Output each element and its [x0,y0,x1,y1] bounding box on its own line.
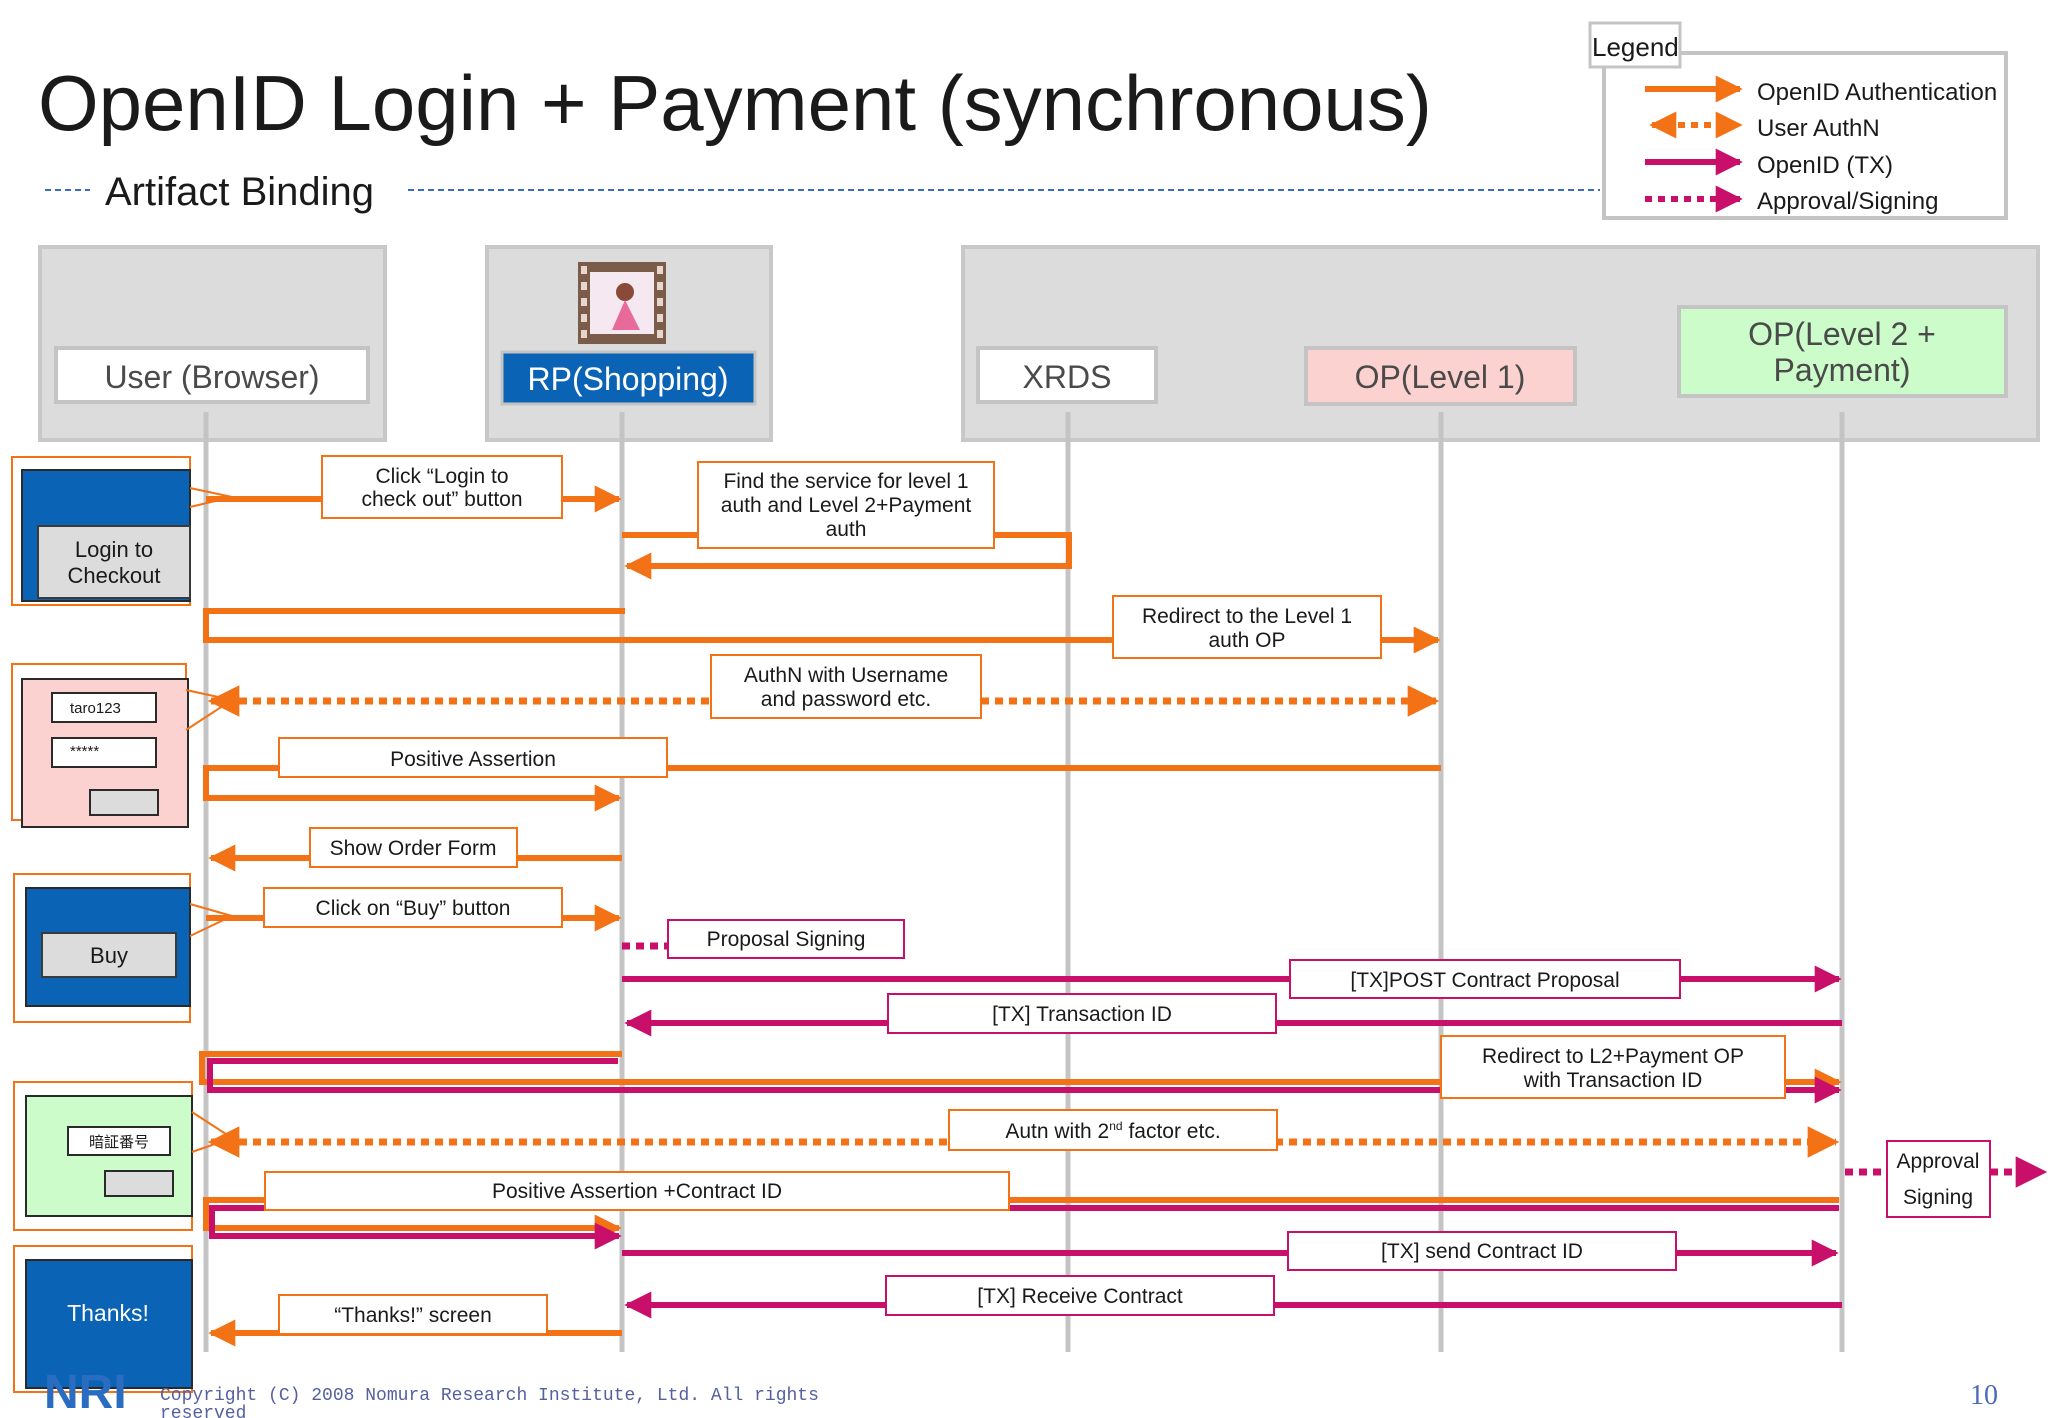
lane-xrds [976,346,1158,404]
message-labels: Click “Login to check out” button Find t… [263,455,1991,1335]
rp-logo-icon [578,262,666,344]
lane-headers: User (Browser) RP(Shopping) XRDS OP(Leve… [38,245,2040,442]
lane-op2 [1677,305,2008,398]
arrow-redirect-l2-orange [199,1051,1842,1096]
buy-button[interactable] [41,932,177,978]
username-value: taro123 [70,700,121,717]
lane-rp-label: RP(Shopping) [528,361,729,397]
page-number: 10 [1970,1380,1998,1411]
msg-positive-contract: Positive Assertion +Contract ID [492,1180,782,1203]
msg-tx-id: [TX] Transaction ID [992,1003,1172,1026]
msg-send-contract: [TX] send Contract ID [1381,1240,1583,1263]
lane-op2-label-line1: OP(Level 2 + [1748,316,1936,352]
page-subtitle: Artifact Binding [105,170,374,214]
msg-click-buy: Click on “Buy” button [316,897,511,920]
msg-positive-assertion: Positive Assertion [390,748,556,771]
msg-click-login-1: Click “Login to [375,465,508,488]
footer: NRI Copyright (C) 2008 Nomura Research I… [44,1366,1998,1418]
arrow-positive-contract-orange [203,1197,1839,1242]
legend-item-user-authn: User AuthN [1757,115,1880,142]
copyright-line1: Copyright (C) 2008 Nomura Research Insti… [160,1386,819,1406]
lane-rp [500,350,757,406]
arrow-redirect-l1 [203,608,1441,654]
pin-submit-button[interactable] [104,1170,174,1197]
lane-user [54,346,370,404]
msg-autn-2nd: Autn with 2nd factor etc. [1005,1119,1220,1143]
arrow-positive-assertion [203,765,1441,812]
msg-authn-2: and password etc. [761,688,931,711]
arrow-redirect-l2-magenta [207,1058,1842,1104]
msg-click-login-2: check out” button [361,488,522,511]
ui-mockups: Login to Checkout taro123 ***** Buy 暗証番号… [11,456,235,1393]
msg-thanks-screen: “Thanks!” screen [334,1304,492,1327]
legend-item-openid-auth: OpenID Authentication [1757,79,1997,106]
login-button-line2: Checkout [68,563,161,588]
lane-xrds-label: XRDS [1023,359,1112,395]
lane-op1-label: OP(Level 1) [1355,359,1526,395]
msg-redirect-l2-1: Redirect to L2+Payment OP [1482,1045,1744,1068]
nri-logo: NRI [44,1366,127,1418]
msg-approval-1: Approval [1897,1150,1980,1173]
msg-authn-1: AuthN with Username [744,664,948,687]
msg-find-service-1: Find the service for level 1 [723,470,968,493]
legend-item-approval: Approval/Signing [1757,188,1938,215]
msg-redirect-l2-2: with Transaction ID [1523,1069,1703,1092]
buy-button-label: Buy [90,943,128,968]
username-field[interactable] [51,692,157,723]
msg-approval-2: Signing [1903,1186,1973,1209]
login-submit-button[interactable] [89,789,159,816]
legend: Legend OpenID Authentication User AuthN … [1588,21,2008,220]
msg-show-order-form: Show Order Form [330,837,497,860]
msg-redirect-l1-2: auth OP [1208,629,1285,652]
lane-user-label: User (Browser) [104,359,319,395]
legend-item-openid-tx: OpenID (TX) [1757,152,1893,179]
pin-field[interactable] [67,1126,171,1156]
lane-op1 [1304,346,1577,406]
password-value: ***** [70,743,99,760]
msg-redirect-l1-1: Redirect to the Level 1 [1142,605,1352,628]
copyright-line2: reserved [160,1404,246,1418]
thanks-screen-label: Thanks! [67,1300,149,1326]
login-button-line1: Login to [75,537,153,562]
arrow-positive-contract-magenta [209,1205,1839,1250]
pin-field-label: 暗証番号 [89,1134,149,1151]
legend-header: Legend [1592,32,1679,62]
msg-find-service-2: auth and Level 2+Payment [721,494,972,517]
page-title: OpenID Login + Payment (synchronous) [38,59,1432,147]
login-checkout-button[interactable] [37,525,191,599]
msg-proposal-signing: Proposal Signing [707,928,866,951]
msg-find-service-3: auth [826,518,867,541]
password-field[interactable] [51,737,157,768]
msg-receive-contract: [TX] Receive Contract [977,1285,1183,1308]
lane-op2-label-line2: Payment) [1774,352,1911,388]
msg-post-contract: [TX]POST Contract Proposal [1350,969,1619,992]
